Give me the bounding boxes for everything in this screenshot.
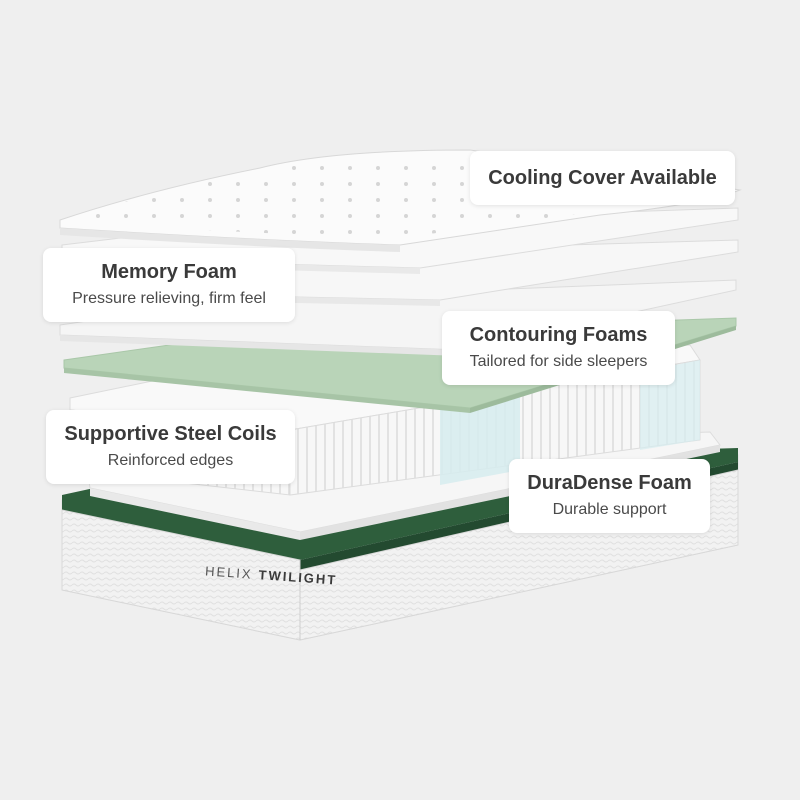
callout-cooling-cover: Cooling Cover Available [470,151,735,205]
callout-subtitle: Pressure relieving, firm feel [72,290,266,307]
callout-subtitle: Reinforced edges [107,452,234,469]
callout-title: Memory Foam [101,261,237,283]
callout-title: Supportive Steel Coils [64,423,277,445]
callout-memory-foam: Memory Foam Pressure relieving, firm fee… [43,248,295,322]
callout-subtitle: Durable support [552,501,667,518]
callout-steel-coils: Supportive Steel Coils Reinforced edges [46,410,295,484]
callout-subtitle: Tailored for side sleepers [469,353,648,370]
callout-title: Contouring Foams [469,324,648,346]
callout-title: DuraDense Foam [527,472,692,494]
callout-title: Cooling Cover Available [488,167,717,189]
callout-duradense-foam: DuraDense Foam Durable support [509,459,710,533]
brand-word-helix: HELIX [204,563,254,582]
callout-contouring-foams: Contouring Foams Tailored for side sleep… [442,311,675,385]
